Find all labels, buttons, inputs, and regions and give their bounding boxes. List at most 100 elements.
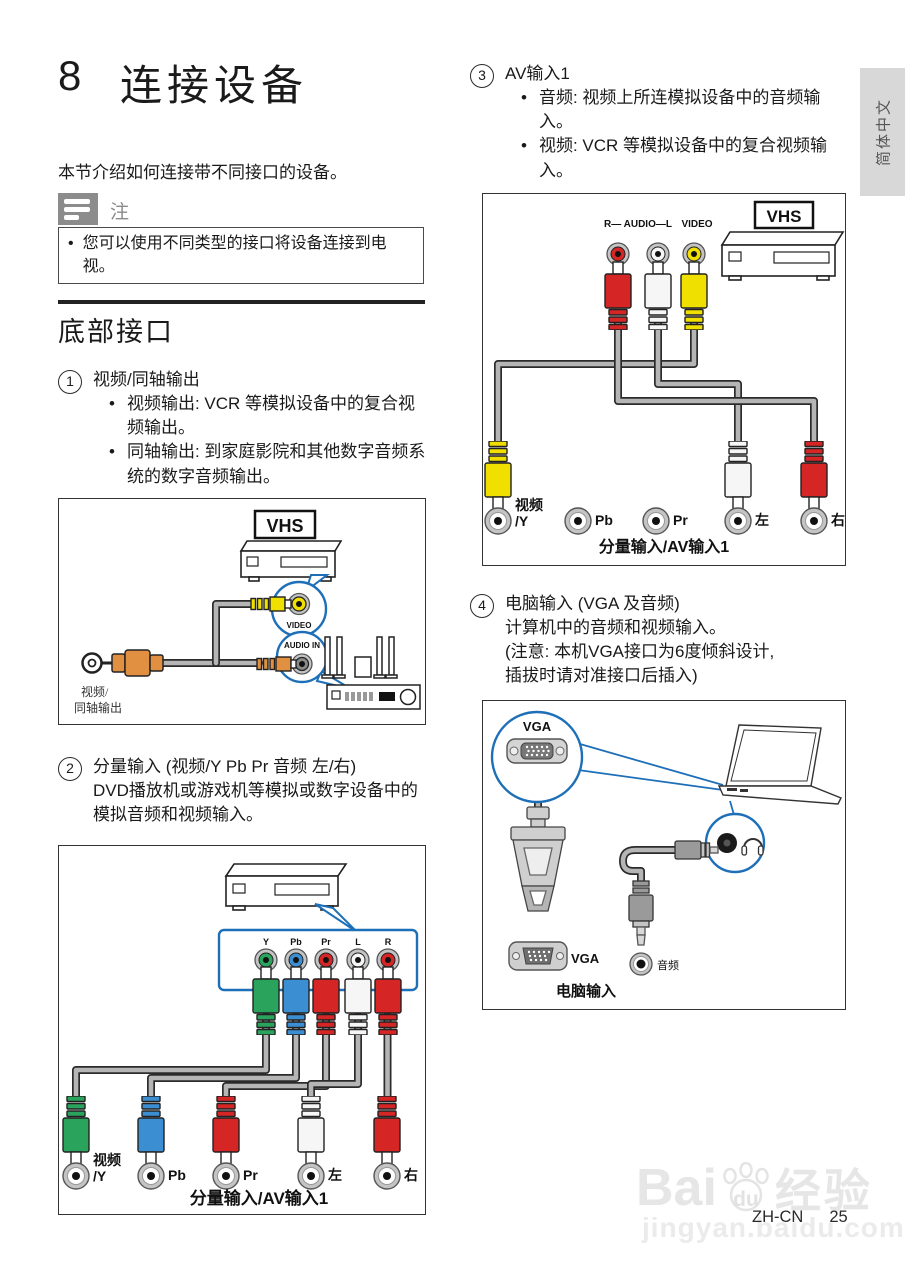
headphones-icon bbox=[741, 838, 764, 856]
orange-audio-plug bbox=[256, 656, 297, 672]
port-label-video: 视频 bbox=[93, 1152, 121, 1168]
plug-white-up bbox=[644, 261, 672, 330]
chapter-title: 连接设备 bbox=[120, 62, 309, 109]
video-channel-label: VIDEO bbox=[681, 219, 712, 230]
item-bullet-text: 视频输出: VCR 等模拟设备中的复合视频输出。 bbox=[126, 394, 416, 438]
callout-pointer bbox=[314, 903, 358, 933]
item-desc-line: (注意: 本机VGA接口为6度倾斜设计, bbox=[505, 642, 775, 662]
av-sockets bbox=[606, 242, 706, 266]
watermark-text: Bai bbox=[636, 1159, 717, 1217]
tv-sockets bbox=[484, 507, 828, 535]
item-bullet-text: 音频: 视频上所连模拟设备中的音频输入。 bbox=[538, 88, 821, 132]
watermark-brand: Bai du 经验 bbox=[636, 1159, 873, 1217]
diagram-video-coax: VHS VIDEO AUDIO IN bbox=[58, 498, 426, 725]
plug-red-up bbox=[604, 261, 632, 330]
home-theater bbox=[321, 636, 421, 710]
item-number-3: 3 bbox=[470, 64, 494, 88]
coax-port-label: 视频/ bbox=[81, 684, 109, 699]
coax-socket-side bbox=[81, 652, 113, 674]
chapter-number: 8 bbox=[58, 52, 82, 99]
item-bullet-text: 同轴输出: 到家庭影院和其他数字音频系统的数字音频输出。 bbox=[126, 442, 426, 486]
callout-pointer-line bbox=[577, 769, 724, 791]
vcr-device bbox=[239, 540, 343, 582]
coax-adapter bbox=[111, 649, 164, 677]
note-icon bbox=[58, 193, 98, 225]
vhs-logo: VHS bbox=[253, 509, 317, 540]
yellow-video-plug bbox=[250, 596, 292, 612]
language-tab: 简体中文 bbox=[860, 68, 905, 196]
vga-female-port bbox=[506, 738, 568, 764]
vga-port-label: VGA bbox=[571, 951, 600, 966]
audio-plug-vertical bbox=[628, 880, 654, 946]
plug-white-down bbox=[724, 441, 752, 510]
plug-green-down bbox=[62, 1096, 90, 1165]
diagram-av1: R— AUDIO—L VIDEO VHS bbox=[482, 193, 846, 566]
plug-red-down bbox=[212, 1096, 240, 1165]
item-video-coax-out: 1 视频/同轴输出 • 视频输出: VCR 等模拟设备中的复合视频输出。 • 同… bbox=[58, 368, 426, 489]
callout-pointer-line bbox=[579, 743, 724, 786]
watermark-text: 经验 bbox=[774, 1165, 873, 1217]
item-pc-in: 4 电脑输入 (VGA 及音频) 计算机中的音频和视频输入。 (注意: 本机VG… bbox=[470, 592, 848, 689]
plug-yellow-down bbox=[484, 441, 512, 510]
port-label-pb: Pb bbox=[168, 1167, 186, 1183]
jack-label-y: Y bbox=[263, 937, 269, 947]
footer-locale: ZH-CN bbox=[752, 1208, 804, 1226]
vga-callout-label: VGA bbox=[523, 719, 552, 734]
paw-icon: du bbox=[719, 1161, 773, 1214]
svg-text:VHS: VHS bbox=[266, 516, 303, 536]
item-desc: DVD播放机或游戏机等模拟或数字设备中的模拟音频和视频输入。 bbox=[93, 781, 418, 825]
item-title: 分量输入 (视频/Y Pb Pr 音频 左/右) bbox=[93, 757, 357, 776]
note-bullet: • bbox=[68, 235, 74, 252]
port-label-y: /Y bbox=[515, 513, 529, 529]
port-label-y: /Y bbox=[93, 1168, 107, 1184]
port-label-right: 右 bbox=[403, 1167, 418, 1183]
jack-label-pr: Pr bbox=[321, 937, 331, 947]
page-footer: ZH-CN 25 bbox=[752, 1208, 848, 1227]
section-title: 底部接口 bbox=[58, 317, 174, 347]
item-title: AV输入1 bbox=[505, 64, 570, 83]
language-tab-label: 简体中文 bbox=[875, 97, 892, 167]
audio-port-label: 音频 bbox=[657, 958, 679, 972]
item-title: 视频/同轴输出 bbox=[93, 370, 200, 389]
audio-jack-label: AUDIO IN bbox=[284, 641, 320, 650]
svg-text:VHS: VHS bbox=[767, 207, 802, 226]
audio-channel-label: R— AUDIO—L bbox=[604, 219, 672, 230]
item-component-in: 2 分量输入 (视频/Y Pb Pr 音频 左/右) DVD播放机或游戏机等模拟… bbox=[58, 755, 426, 827]
watermark-text: du bbox=[733, 1188, 759, 1211]
intro-text: 本节介绍如何连接带不同接口的设备。 bbox=[58, 163, 347, 182]
footer-page-number: 25 bbox=[829, 1208, 848, 1226]
vga-male-connector bbox=[510, 806, 566, 912]
tv-sockets bbox=[62, 1162, 401, 1190]
note-box: • 您可以使用不同类型的接口将设备连接到电视。 bbox=[58, 227, 424, 285]
port-label-video: 视频 bbox=[515, 497, 543, 513]
item-number-2: 2 bbox=[58, 757, 82, 781]
vhs-logo: VHS bbox=[753, 200, 815, 230]
diagram-component: Y Pb Pr L R 视频 /Y Pb Pr bbox=[58, 845, 426, 1215]
item-desc-line: 计算机中的音频和视频输入。 bbox=[505, 618, 726, 638]
plug-red-down bbox=[373, 1096, 401, 1165]
jack-label-l: L bbox=[355, 937, 361, 947]
callout-pointer-line bbox=[729, 800, 735, 816]
port-label-pb: Pb bbox=[595, 512, 613, 528]
item-bullet-text: 视频: VCR 等模拟设备中的复合视频输入。 bbox=[538, 136, 828, 180]
jack-label-pb: Pb bbox=[290, 937, 302, 947]
vga-bottom-port bbox=[508, 941, 568, 971]
note-label: 注 bbox=[110, 202, 130, 223]
port-label-right: 右 bbox=[830, 512, 845, 528]
audio-socket bbox=[629, 952, 653, 976]
plug-red-down bbox=[800, 441, 828, 510]
laptop bbox=[717, 724, 842, 805]
section-divider bbox=[58, 300, 425, 304]
item-number-4: 4 bbox=[470, 594, 494, 618]
port-label-pr: Pr bbox=[673, 512, 688, 528]
port-label-left: 左 bbox=[327, 1167, 342, 1183]
item-title: 电脑输入 (VGA 及音频) bbox=[505, 594, 680, 613]
jack-label-r: R bbox=[385, 937, 392, 947]
item-number-1: 1 bbox=[58, 370, 82, 394]
video-jack-label: VIDEO bbox=[287, 621, 312, 630]
diagram-caption: 电脑输入 bbox=[556, 982, 616, 1000]
diagram-caption: 分量输入/AV输入1 bbox=[190, 1188, 329, 1208]
plug-white-down bbox=[297, 1096, 325, 1165]
page-title: 8 连接设备 bbox=[58, 52, 308, 113]
